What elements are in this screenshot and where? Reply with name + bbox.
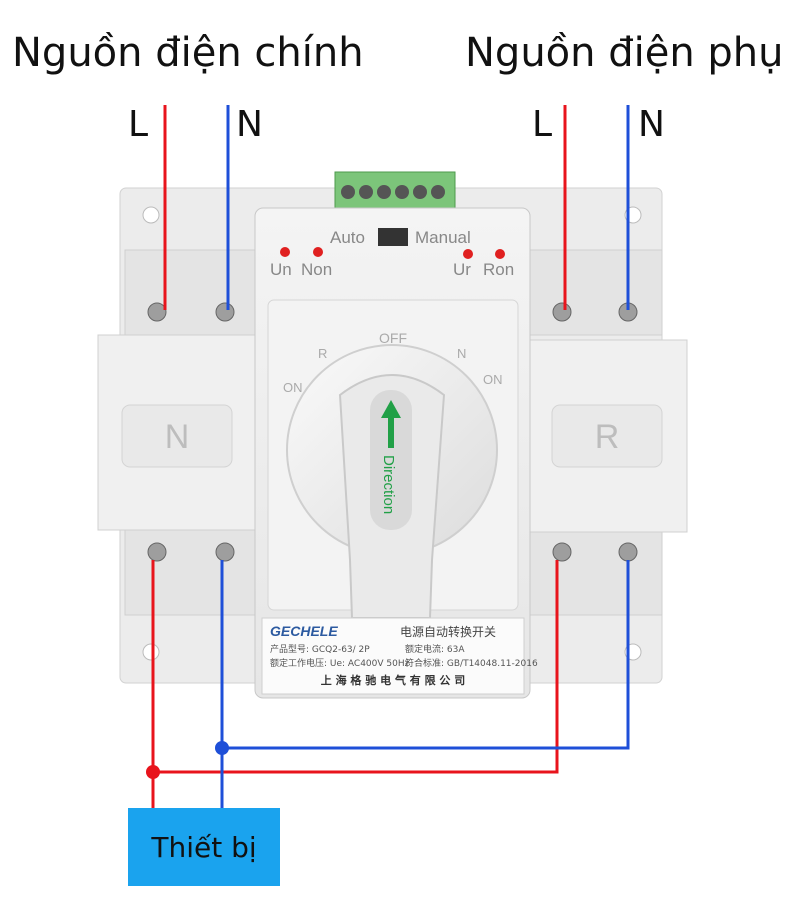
nameplate-model: 产品型号: GCQ2-63/ 2P: [270, 643, 370, 655]
screw-bottom-right-n: [618, 542, 638, 562]
dial-n: N: [457, 346, 466, 361]
terminal-block-top-right: [526, 249, 663, 336]
screw-top-right-l: [552, 302, 572, 322]
manual-label: Manual: [415, 228, 471, 247]
load-device-label: Thiết bị: [151, 830, 257, 864]
nameplate-standard: 符合标准: GB/T14048.11-2016: [405, 657, 538, 669]
terminal-label-right-l: L: [532, 104, 553, 145]
neutral-wires: [220, 105, 630, 808]
led-un: [280, 247, 290, 257]
un-label: Un: [270, 260, 292, 279]
terminal-label-left-l: L: [128, 104, 149, 145]
terminal-block-bottom-right: [526, 529, 663, 616]
dial-r: R: [318, 346, 327, 361]
auto-manual-selector[interactable]: [378, 228, 408, 246]
led-non: [313, 247, 323, 257]
nameplate-brand: GECHELE: [270, 623, 338, 639]
screw-top-left-l: [147, 302, 167, 322]
direction-arrow-icon: [381, 400, 401, 448]
nameplate: [261, 617, 525, 695]
auto-label: Auto: [330, 228, 365, 247]
nameplate-company: 上 海 格 驰 电 气 有 限 公 司: [321, 673, 465, 687]
terminal-label-right-n: N: [638, 104, 665, 145]
panel-right-label: R: [595, 418, 620, 456]
led-ron: [495, 249, 505, 259]
screw-bottom-right-l: [552, 542, 572, 562]
handle-stripe: [370, 390, 412, 530]
mount-hole-bl: [142, 643, 160, 661]
non-label: Non: [301, 260, 332, 279]
ron-label: Ron: [483, 260, 514, 279]
terminal-label-left-n: N: [236, 104, 263, 145]
terminal-block-top-left: [124, 249, 261, 336]
screw-bottom-left-n: [215, 542, 235, 562]
connector-screws: [341, 185, 445, 199]
nameplate-product-title: 电源自动转换开关: [400, 624, 496, 639]
mount-hole-tl: [142, 206, 160, 224]
nameplate-voltage: 额定工作电压: Ue: AC400V 50Hz: [270, 657, 410, 669]
nameplate-rated-current: 额定电流: 63A: [405, 643, 465, 655]
screw-top-left-n: [215, 302, 235, 322]
ur-label: Ur: [453, 260, 471, 279]
backup-source-title: Nguồn điện phụ: [465, 30, 784, 76]
dial-on-left: ON: [283, 380, 303, 395]
panel-left-badge: [121, 404, 233, 468]
dial-off: OFF: [379, 330, 407, 346]
main-source-title: Nguồn điện chính: [12, 30, 364, 76]
live-junction: [146, 765, 160, 779]
neutral-junction: [215, 741, 229, 755]
screw-bottom-left-l: [147, 542, 167, 562]
dial-on-right: ON: [483, 372, 503, 387]
load-device-box: Thiết bị: [128, 808, 280, 886]
panel-right-badge: [551, 404, 663, 468]
terminal-block-bottom-left: [124, 529, 261, 616]
led-ur: [463, 249, 473, 259]
panel-left-label: N: [165, 418, 190, 456]
handle-direction-text: Direction: [380, 455, 397, 514]
